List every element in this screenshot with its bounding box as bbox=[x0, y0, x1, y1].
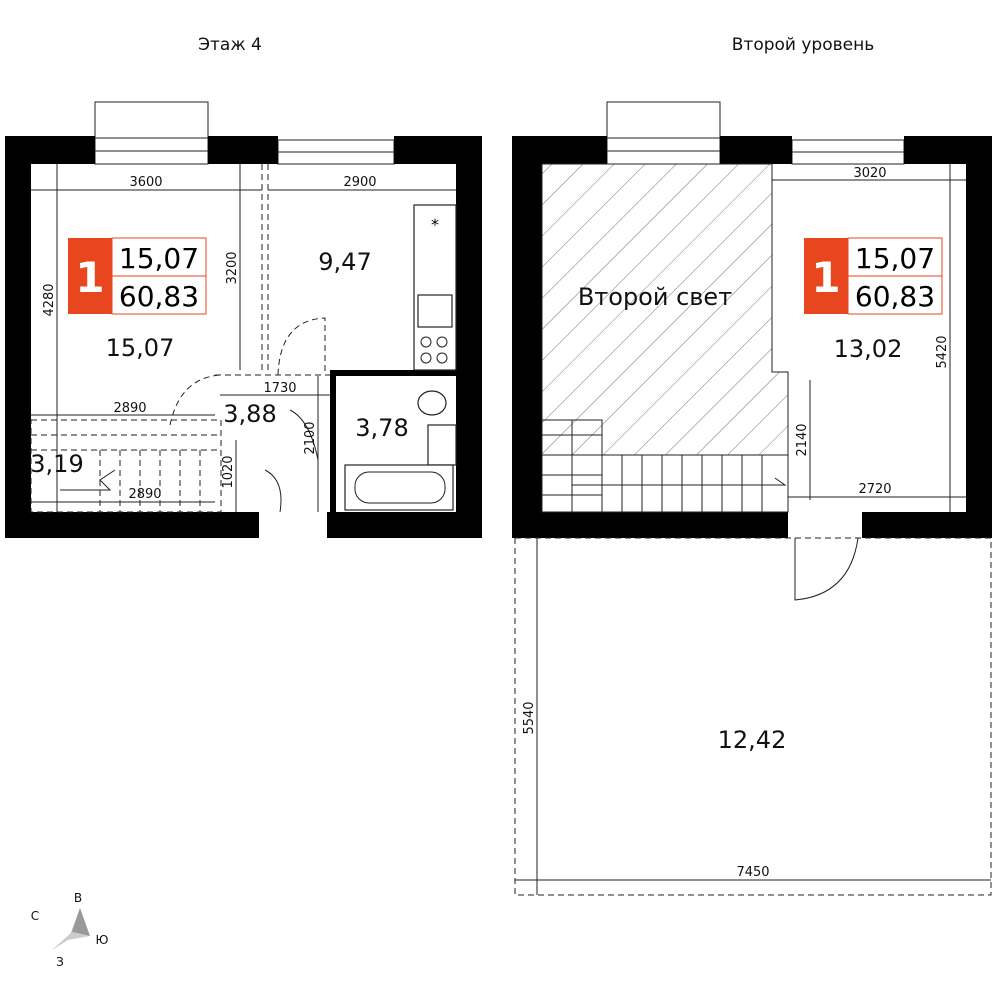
terrace-outline bbox=[514, 537, 992, 896]
dim-label: 2890 bbox=[128, 487, 161, 502]
wall bbox=[456, 136, 482, 538]
second-light-label: Второй свет bbox=[578, 283, 732, 311]
dim-label: 2890 bbox=[113, 401, 146, 416]
wall bbox=[720, 136, 792, 164]
room-area-living: 15,07 bbox=[106, 334, 175, 362]
wall bbox=[5, 136, 31, 538]
rooms-count: 1 bbox=[75, 253, 104, 302]
wall bbox=[966, 136, 992, 538]
door-swing bbox=[277, 317, 326, 376]
wall bbox=[330, 370, 336, 512]
dim-label: 3200 bbox=[225, 251, 240, 284]
dim-label: 4280 bbox=[42, 283, 57, 316]
washbasin-icon bbox=[427, 424, 457, 466]
total-area-value: 60,83 bbox=[119, 280, 199, 313]
apartment-badge: 1 15,07 60,83 bbox=[804, 237, 943, 315]
compass-n: В bbox=[74, 891, 82, 905]
floor-title: Этаж 4 bbox=[198, 35, 262, 55]
room-area-hall: 3,88 bbox=[223, 400, 276, 428]
wall bbox=[330, 370, 456, 376]
room-area-stairs: 3,19 bbox=[30, 450, 83, 478]
dim-label: 2900 bbox=[343, 175, 376, 190]
living-area-value: 15,07 bbox=[119, 242, 199, 275]
dim-label: 3600 bbox=[129, 175, 162, 190]
window-box bbox=[94, 101, 209, 139]
dim-label: 5540 bbox=[522, 701, 537, 734]
dim-label: 2100 bbox=[303, 421, 318, 454]
dim-label: 2720 bbox=[858, 482, 891, 497]
wall bbox=[862, 512, 992, 538]
dim-label: 3020 bbox=[853, 166, 886, 181]
dim-label: 5420 bbox=[935, 335, 950, 368]
apartment-badge: 1 15,07 60,83 bbox=[68, 237, 207, 315]
sink-icon bbox=[417, 294, 453, 328]
door-swing bbox=[794, 537, 859, 601]
room-area-kitchen: 9,47 bbox=[318, 248, 371, 276]
stove-icon bbox=[420, 336, 432, 348]
room-area-upper: 13,02 bbox=[834, 335, 903, 363]
floor4-plan: * bbox=[5, 101, 482, 538]
level2-plan bbox=[512, 101, 992, 896]
rooms-count-box bbox=[804, 238, 848, 314]
dim-label: 1730 bbox=[263, 381, 296, 396]
toilet-icon bbox=[417, 390, 447, 416]
room-area-bath: 3,78 bbox=[355, 414, 408, 442]
wall bbox=[512, 136, 542, 538]
living-area-value: 15,07 bbox=[855, 242, 935, 275]
wall bbox=[5, 512, 259, 538]
compass-w: С bbox=[31, 909, 39, 923]
room-area-terrace: 12,42 bbox=[718, 726, 787, 754]
compass-s: З bbox=[56, 955, 64, 969]
dim-label: 2140 bbox=[795, 423, 810, 456]
dim-label: 7450 bbox=[736, 865, 769, 880]
door-swing bbox=[289, 409, 319, 461]
staircase bbox=[30, 419, 222, 513]
rooms-count-box bbox=[68, 238, 112, 314]
compass-icon: В С Ю З bbox=[31, 891, 109, 969]
door-swing bbox=[264, 469, 282, 513]
total-area-value: 60,83 bbox=[855, 280, 935, 313]
door-swing bbox=[169, 374, 221, 426]
rooms-count: 1 bbox=[811, 253, 840, 302]
fridge-icon: * bbox=[431, 215, 439, 234]
compass-e: Ю bbox=[96, 933, 109, 947]
window-box bbox=[606, 101, 721, 139]
level2-title: Второй уровень bbox=[732, 35, 874, 55]
wall bbox=[327, 512, 482, 538]
dim-label: 1020 bbox=[221, 455, 236, 488]
wall bbox=[512, 512, 788, 538]
wall bbox=[208, 136, 278, 164]
